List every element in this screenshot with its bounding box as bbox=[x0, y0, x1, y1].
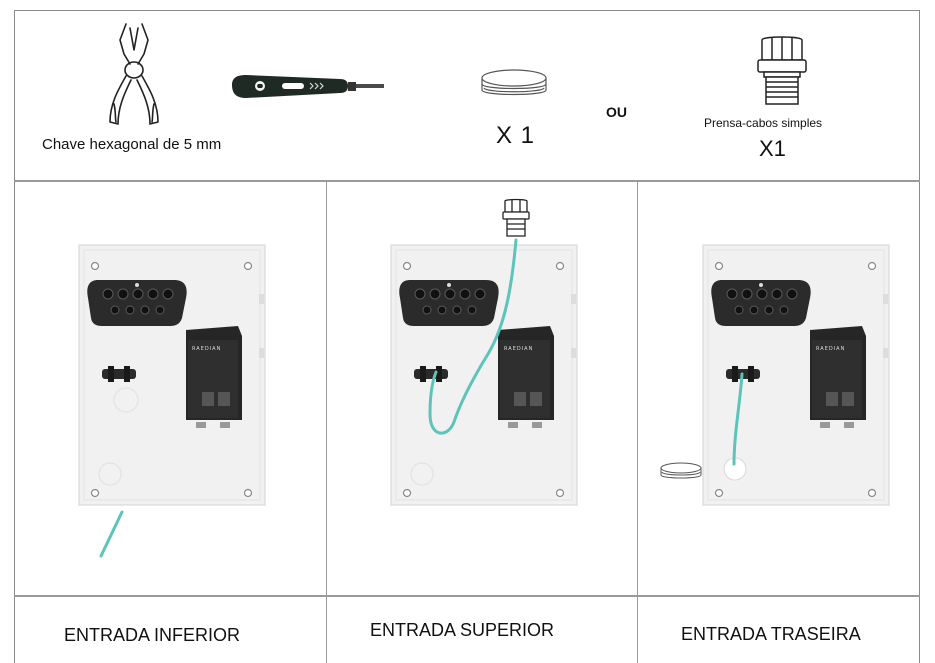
blanking-plug-icon bbox=[481, 69, 547, 96]
cable-gland-icon bbox=[757, 36, 807, 105]
hex-key-label: Chave hexagonal de 5 mm bbox=[42, 136, 222, 153]
or-label: OU bbox=[606, 104, 627, 120]
column-divider-1 bbox=[326, 181, 327, 663]
cable-gland-icon bbox=[502, 198, 530, 237]
blanking-plug-icon bbox=[660, 462, 702, 479]
brand-text: RAEDIAN bbox=[504, 346, 533, 352]
gland-quantity: X1 bbox=[759, 136, 786, 161]
brand-text: RAEDIAN bbox=[816, 346, 845, 352]
panel-label-top-entry: ENTRADA SUPERIOR bbox=[370, 620, 555, 640]
cable-line bbox=[732, 372, 744, 466]
label-row-divider bbox=[14, 595, 920, 597]
gland-label: Prensa-cabos simples bbox=[704, 116, 823, 130]
plug-quantity: X 1 bbox=[496, 122, 536, 149]
panel-label-bottom-entry: ENTRADA INFERIOR bbox=[64, 625, 241, 645]
cable-line bbox=[99, 510, 124, 558]
pliers-icon bbox=[109, 23, 159, 125]
panel-label-rear-entry: ENTRADA TRASEIRA bbox=[681, 624, 861, 644]
column-divider-2 bbox=[637, 181, 638, 663]
charger-backplate-bottom-entry: RAEDIAN bbox=[78, 244, 266, 558]
hex-screwdriver-icon bbox=[232, 75, 384, 98]
charger-backplate-top-entry: RAEDIAN bbox=[390, 238, 578, 506]
charger-backplate-rear-entry: RAEDIAN bbox=[702, 244, 890, 506]
cable-line bbox=[428, 238, 518, 435]
tools-row-divider bbox=[14, 180, 920, 182]
installation-sheet bbox=[14, 10, 920, 663]
brand-text: RAEDIAN bbox=[192, 346, 221, 352]
